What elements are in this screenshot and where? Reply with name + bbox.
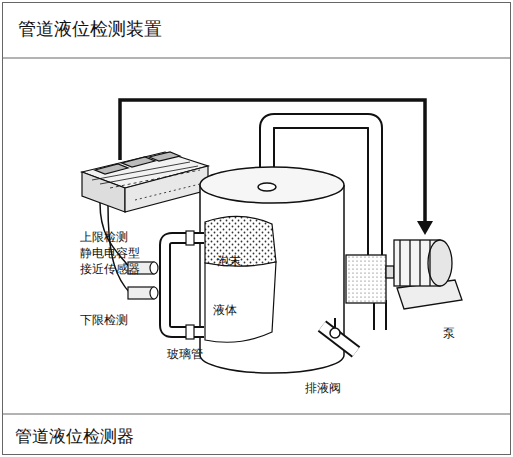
drain-valve xyxy=(322,318,356,352)
glass-tube-part xyxy=(165,238,204,332)
tank-cutaway xyxy=(205,216,276,342)
tank-part xyxy=(200,167,344,203)
proximity-sensors-part xyxy=(150,287,158,299)
pump-part xyxy=(409,240,410,286)
drain-valve-part xyxy=(322,326,356,352)
signal-wire-part xyxy=(417,221,433,235)
tank-part xyxy=(200,185,344,373)
pump-part xyxy=(386,266,394,278)
pump-part xyxy=(419,240,420,286)
frame-part xyxy=(3,414,511,415)
proximity-sensors-part xyxy=(150,262,158,274)
controller-unit xyxy=(82,152,208,212)
pump-part xyxy=(429,240,430,286)
foam-label: 泡末 xyxy=(217,253,241,269)
drain-valve-part xyxy=(330,328,340,338)
part-label: 泵 xyxy=(443,325,455,341)
caption-text: 管道液位检测器 xyxy=(15,426,134,447)
controller-unit-part xyxy=(122,157,155,167)
sensor-label: 下限检测 xyxy=(80,312,128,328)
part-label: 玻璃管 xyxy=(167,346,203,362)
tank-cutaway-part xyxy=(205,262,276,342)
sensor-label: 上限检测 静电电容型 接近传感器 xyxy=(80,229,146,277)
drain-valve-part xyxy=(322,326,356,352)
frame xyxy=(3,3,511,455)
tank xyxy=(200,167,344,373)
controller-unit-part xyxy=(149,152,180,161)
glass-tube xyxy=(165,231,204,339)
pump-part xyxy=(428,240,452,286)
controller-unit-part xyxy=(110,170,200,188)
glass-tube-part xyxy=(186,325,194,339)
glass-tube-part xyxy=(165,238,204,332)
liquid-label: 液体 xyxy=(213,302,237,318)
frame-part xyxy=(3,3,511,455)
frame-part xyxy=(3,58,511,59)
controller-unit-part xyxy=(92,162,190,180)
controller-unit-part xyxy=(95,164,128,174)
controller-unit-part xyxy=(125,166,208,212)
controller-unit-part xyxy=(100,166,198,184)
pump-part xyxy=(346,255,386,303)
controller-unit-part xyxy=(135,184,200,200)
pump-part xyxy=(399,240,400,286)
pump xyxy=(346,240,462,330)
pump-part xyxy=(373,300,387,330)
tank-part xyxy=(258,183,276,191)
part-label: 排液阀 xyxy=(305,380,341,396)
glass-tube-part xyxy=(186,231,194,245)
title-text: 管道液位检测装置 xyxy=(18,18,162,40)
drain-valve-part xyxy=(334,318,336,328)
pump-part xyxy=(375,300,385,330)
